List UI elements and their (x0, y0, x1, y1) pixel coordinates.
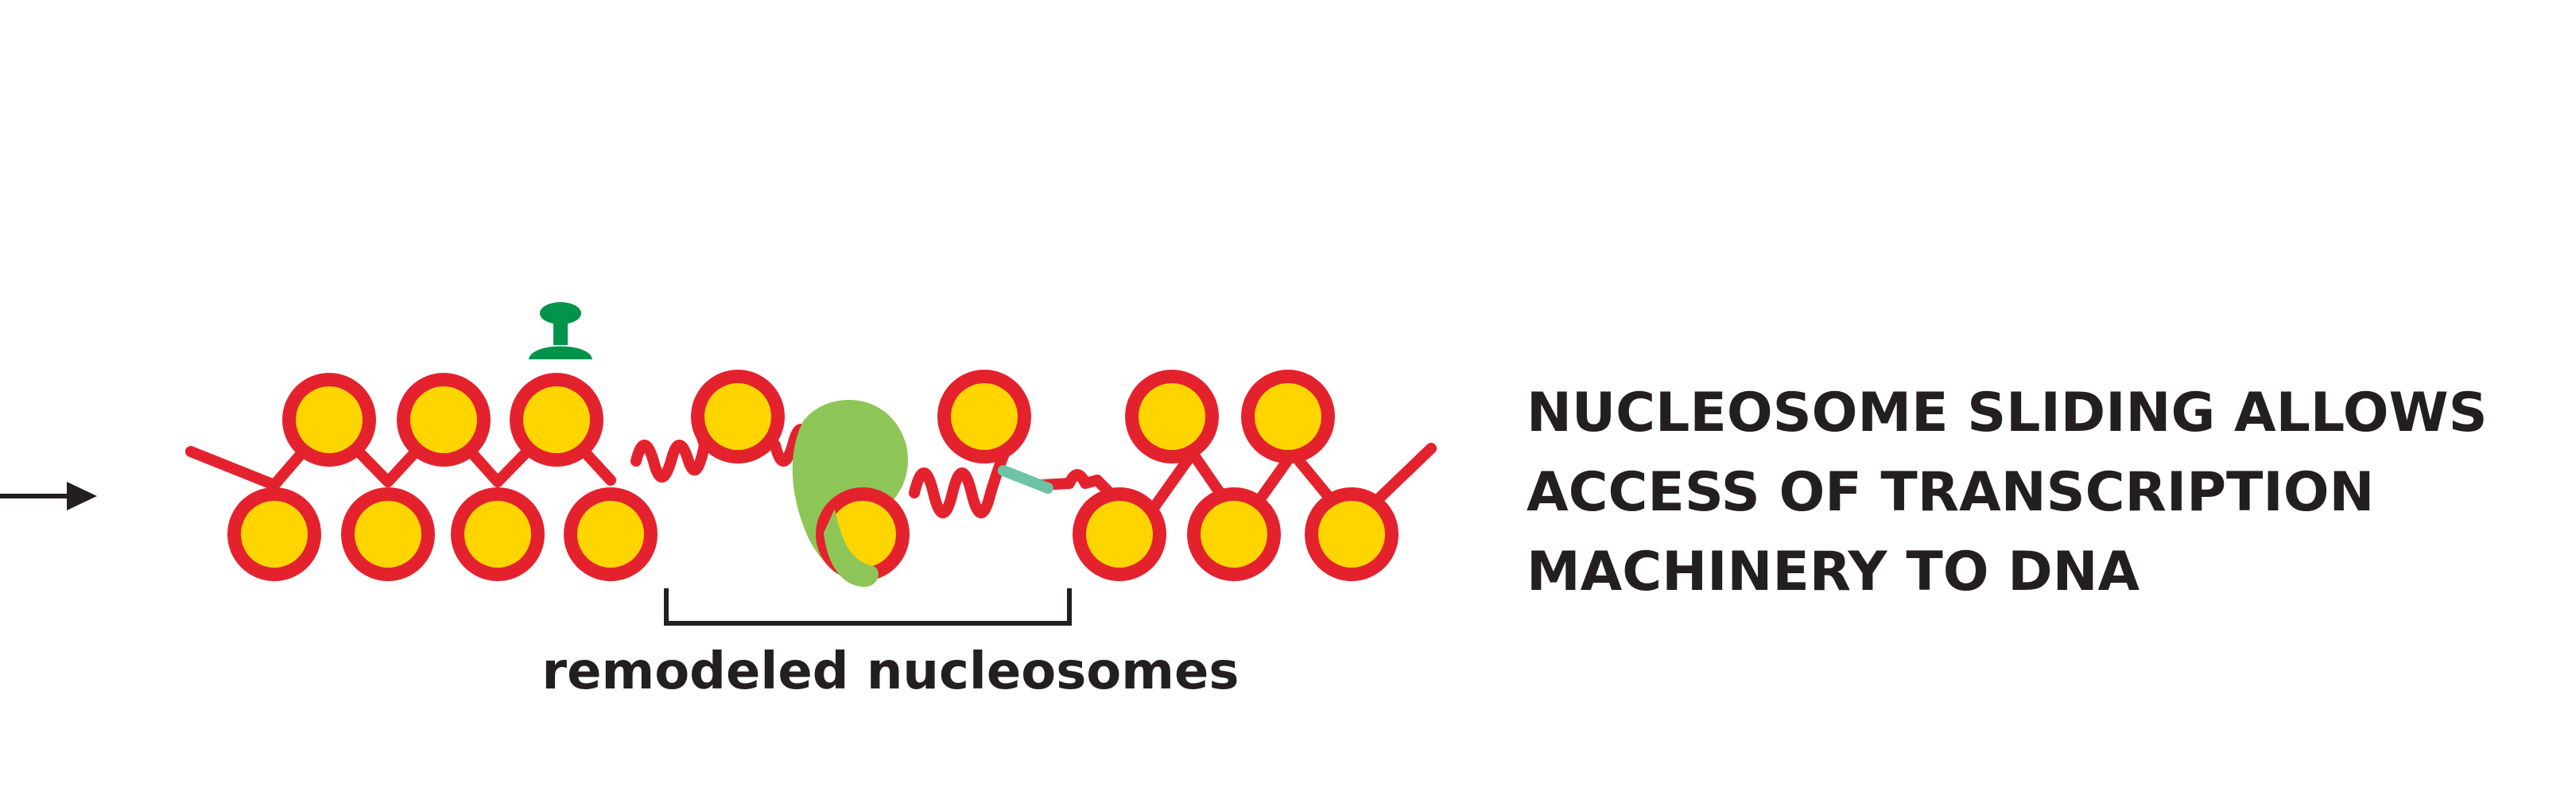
nucleosome (1305, 487, 1399, 581)
nucleosome (1187, 487, 1281, 581)
caption-line-3: MACHINERY TO DNA (1527, 541, 2140, 603)
nucleosome (691, 370, 785, 463)
nucleosome (564, 487, 658, 581)
histone-mark-icon (529, 302, 592, 359)
remodeling-complex-tail (824, 509, 879, 588)
nucleosome (1073, 487, 1166, 581)
exposed-dna-segment (998, 465, 1053, 494)
nucleosome (1125, 370, 1219, 463)
nucleosomes (227, 370, 1399, 581)
bracket-label: remodeled nucleosomes (541, 642, 1240, 701)
right-arrow-icon (0, 482, 97, 510)
nucleosome (937, 370, 1031, 463)
nucleosome (510, 373, 603, 467)
caption: NUCLEOSOME SLIDING ALLOWS ACCESS OF TRAN… (1527, 374, 2560, 612)
nucleosome (397, 373, 491, 467)
caption-line-2: ACCESS OF TRANSCRIPTION (1527, 461, 2375, 524)
nucleosome (1241, 370, 1335, 463)
nucleosome (227, 487, 321, 581)
remodeled-bracket (664, 588, 1072, 626)
nucleosome (282, 373, 376, 467)
nucleosome (451, 487, 545, 581)
caption-line-1: NUCLEOSOME SLIDING ALLOWS (1527, 382, 2488, 444)
nucleosome (341, 487, 435, 581)
